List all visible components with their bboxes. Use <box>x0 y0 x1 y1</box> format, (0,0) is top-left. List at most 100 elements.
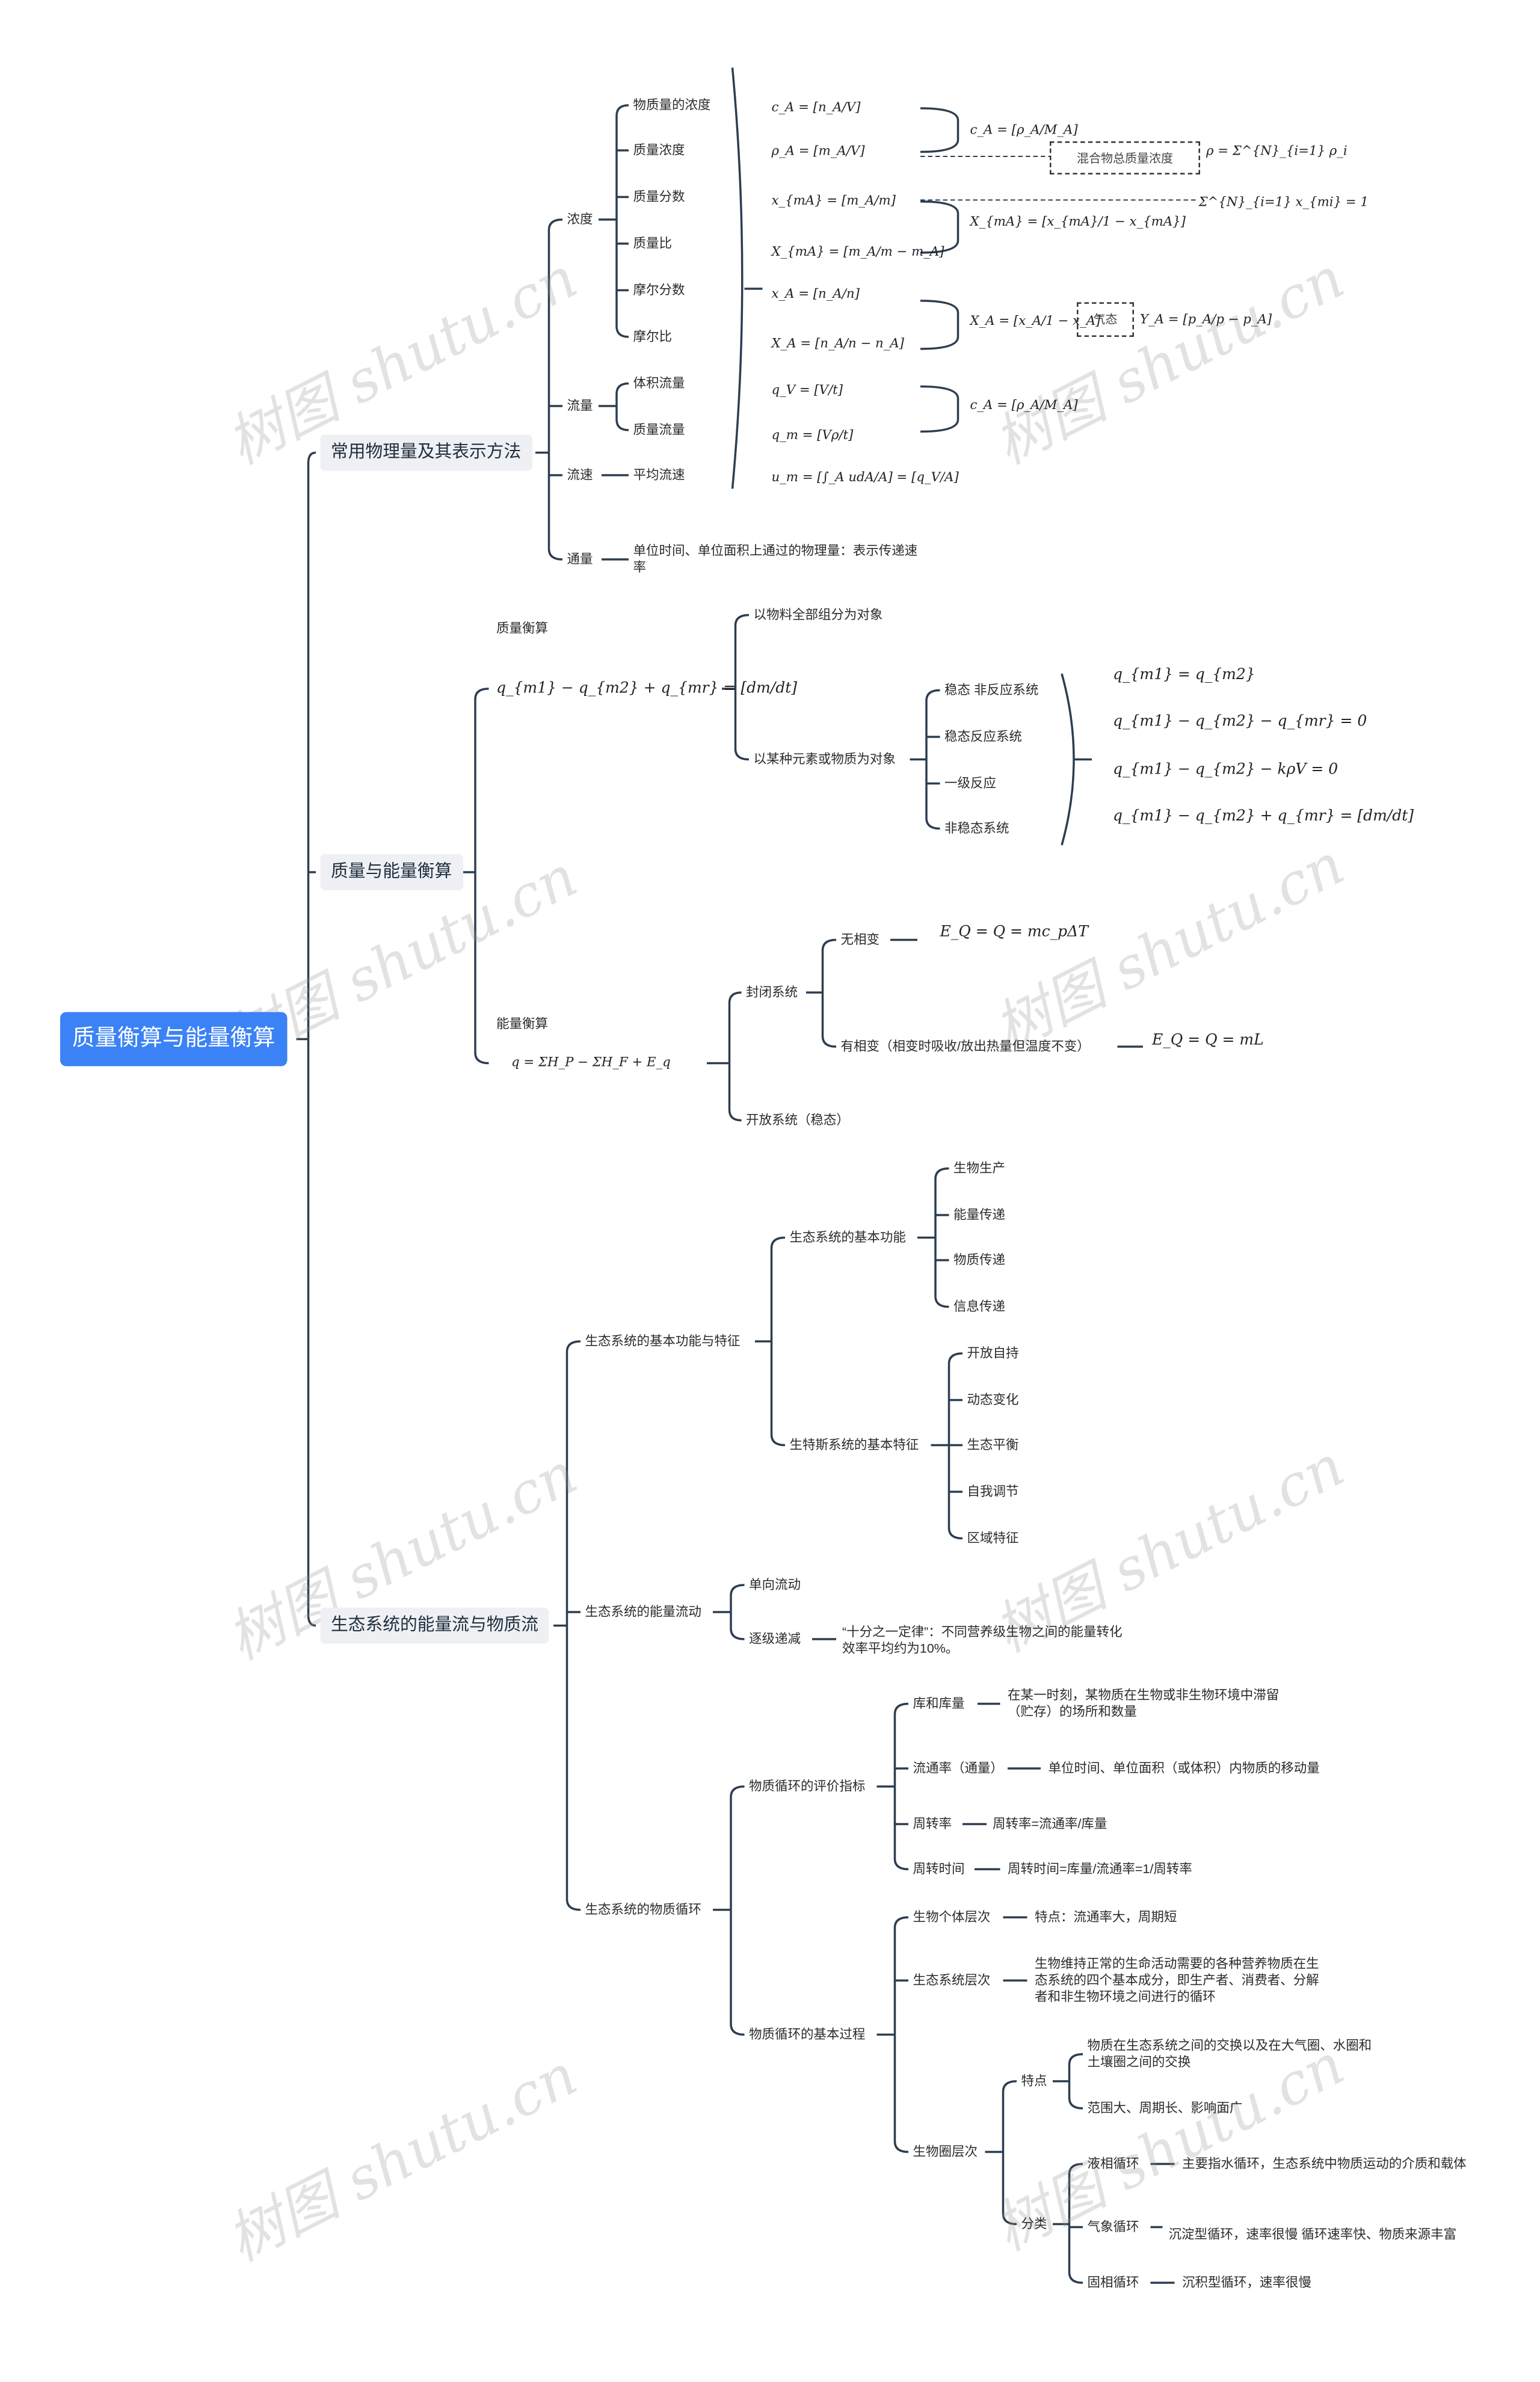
cycle-type-desc[interactable]: 主要指水循环，生态系统中物质运动的介质和载体 <box>1182 2155 1467 2171</box>
derived-formula: X_{mA} = [x_{mA}/1 − x_{mA}] <box>970 215 1186 230</box>
indicator-name[interactable]: 周转时间 <box>913 1860 965 1876</box>
no-phase-change[interactable]: 无相变 <box>840 931 879 947</box>
cycle-type-desc[interactable]: 沉积型循环，速率很慢 <box>1182 2274 1311 2290</box>
mix-density-formula: ρ = Σ^{N}_{i=1} ρ_i <box>1206 144 1348 159</box>
mix-density-box: 混合物总质量浓度 <box>1050 141 1200 174</box>
connector <box>925 689 940 830</box>
system-equation: q_{m1} − q_{m2} − q_{mr} = 0 <box>1113 713 1367 730</box>
biosphere-traits[interactable]: 特点 <box>1021 2073 1047 2088</box>
function-item[interactable]: 生物生产 <box>953 1160 1005 1175</box>
indicator-definition[interactable]: 周转时间=库量/流通率=1/周转率 <box>1008 1860 1192 1876</box>
cycle-type[interactable]: 固相循环 <box>1087 2274 1139 2290</box>
node-flux[interactable]: 通量 <box>567 551 593 567</box>
basic-functions[interactable]: 生态系统的基本功能 <box>789 1229 906 1245</box>
one-way-flow[interactable]: 单向流动 <box>749 1577 801 1592</box>
flow-item[interactable]: 体积流量 <box>633 375 685 390</box>
cycle-type[interactable]: 气象循环 <box>1087 2218 1139 2234</box>
flux-item[interactable]: 单位时间、单位面积上通过的物理量：表示传递速率 <box>633 543 918 575</box>
ecosystem-energy-flow[interactable]: 生态系统的能量流动 <box>585 1604 701 1619</box>
connector <box>547 218 563 561</box>
concentration-item[interactable]: 质量分数 <box>633 188 685 204</box>
connector <box>920 107 959 153</box>
system-type[interactable]: 非稳态系统 <box>944 820 1009 836</box>
connector <box>893 1702 909 1871</box>
mass-fraction-sum-formula: Σ^{N}_{i=1} x_{mi} = 1 <box>1198 195 1369 211</box>
mass-balance-object[interactable]: 以某种元素或物质为对象 <box>753 751 896 766</box>
concentration-item[interactable]: 物质量的浓度 <box>633 97 711 112</box>
cycle-type[interactable]: 液相循环 <box>1087 2155 1139 2171</box>
biosphere-level[interactable]: 生物圈层次 <box>913 2143 978 2159</box>
system-type[interactable]: 稳态 非反应系统 <box>944 682 1039 697</box>
mass-balance-object[interactable]: 以物料全部组分为对象 <box>753 606 883 622</box>
indicator-name[interactable]: 流通率（通量） <box>913 1760 1003 1776</box>
formula: X_{mA} = [m_A/m − m_A] <box>771 245 944 260</box>
phase-change-equation: E_Q = Q = mL <box>1152 1032 1264 1049</box>
node-velocity[interactable]: 流速 <box>567 467 593 482</box>
connector <box>730 1584 745 1640</box>
connector <box>1068 2053 1083 2110</box>
branch-ecosystem-flows[interactable]: 生态系统的能量流与物质流 <box>320 1607 549 1644</box>
connector <box>1002 2080 1017 2226</box>
function-item[interactable]: 能量传递 <box>953 1207 1005 1222</box>
individual-level[interactable]: 生物个体层次 <box>913 1909 991 1924</box>
ecosystem-functions-features[interactable]: 生态系统的基本功能与特征 <box>585 1333 741 1349</box>
biosphere-types[interactable]: 分类 <box>1021 2215 1047 2231</box>
function-item[interactable]: 信息传递 <box>953 1298 1005 1314</box>
open-system[interactable]: 开放系统（稳态） <box>746 1112 849 1127</box>
trait-item[interactable]: 物质在生态系统之间的交换以及在大气圈、水圈和土壤圈之间的交换 <box>1087 2037 1372 2070</box>
system-type[interactable]: 一级反应 <box>944 775 996 790</box>
connector <box>731 67 744 489</box>
connector <box>730 1785 745 2036</box>
concentration-item[interactable]: 摩尔分数 <box>633 282 685 297</box>
feature-item[interactable]: 自我调节 <box>967 1483 1019 1499</box>
connector <box>934 1167 949 1308</box>
ten-percent-law[interactable]: “十分之一定律”：不同营养级生物之间的能量转化效率平均约为10%。 <box>842 1624 1123 1656</box>
phase-change[interactable]: 有相变（相变时吸收/放出热量但温度不变） <box>840 1038 1090 1054</box>
connector <box>770 1236 786 1447</box>
formula: x_A = [n_A/n] <box>771 287 860 303</box>
formula: X_A = [n_A/n − n_A] <box>771 337 904 352</box>
velocity-item[interactable]: 平均流速 <box>633 467 685 482</box>
ecosystem-level[interactable]: 生态系统层次 <box>913 1972 991 1987</box>
concentration-item[interactable]: 质量比 <box>633 235 672 251</box>
connector <box>920 200 959 254</box>
indicator-definition[interactable]: 周转率=流通率/库量 <box>993 1815 1107 1831</box>
feature-item[interactable]: 开放自持 <box>967 1345 1019 1361</box>
concentration-item[interactable]: 质量浓度 <box>633 142 685 158</box>
derived-formula: X_A = [x_A/1 − x_A] <box>970 314 1101 330</box>
ecosystem-material-cycle[interactable]: 生态系统的物质循环 <box>585 1901 701 1917</box>
connector <box>307 451 316 1627</box>
feature-item[interactable]: 动态变化 <box>967 1391 1019 1407</box>
trait-item[interactable]: 范围大、周期长、影响面广 <box>1087 2100 1243 2116</box>
indicator-name[interactable]: 库和库量 <box>913 1695 965 1711</box>
connector <box>920 300 959 350</box>
node-concentration[interactable]: 浓度 <box>567 211 593 227</box>
indicator-definition[interactable]: 在某一时刻，某物质在生物或非生物环境中滞留（贮存）的场所和数量 <box>1008 1687 1280 1719</box>
individual-level-desc[interactable]: 特点：流通率大，周期短 <box>1035 1909 1177 1924</box>
function-item[interactable]: 物质传递 <box>953 1252 1005 1267</box>
indicator-definition[interactable]: 单位时间、单位面积（或体积）内物质的移动量 <box>1048 1760 1320 1776</box>
feature-item[interactable]: 生态平衡 <box>967 1436 1019 1452</box>
closed-system[interactable]: 封闭系统 <box>746 984 798 1000</box>
evaluation-indicators[interactable]: 物质循环的评价指标 <box>749 1778 866 1794</box>
basic-features[interactable]: 生特斯系统的基本特征 <box>789 1436 919 1452</box>
concentration-item[interactable]: 摩尔比 <box>633 328 672 344</box>
gas-formula: Y_A = [p_A/p − p_A] <box>1140 313 1272 328</box>
node-flow[interactable]: 流量 <box>567 398 593 413</box>
feature-item[interactable]: 区域特征 <box>967 1530 1019 1545</box>
root-node[interactable]: 质量衡算与能量衡算 <box>60 1012 288 1066</box>
cycle-type-desc[interactable]: 沉淀型循环，速率很慢 循环速率快、物质来源丰富 <box>1168 2226 1457 2242</box>
indicator-name[interactable]: 周转率 <box>913 1815 952 1831</box>
no-phase-change-equation: E_Q = Q = mc_pΔT <box>940 924 1088 941</box>
basic-processes[interactable]: 物质循环的基本过程 <box>749 2026 866 2042</box>
stepwise-decrease[interactable]: 逐级递减 <box>749 1631 801 1646</box>
connector <box>734 614 750 761</box>
branch-physical-quantities[interactable]: 常用物理量及其表示方法 <box>320 434 532 471</box>
system-type[interactable]: 稳态反应系统 <box>944 728 1022 744</box>
ecosystem-level-desc[interactable]: 生物维持正常的生命活动需要的各种营养物质在生态系统的四个基本成分，即生产者、消费… <box>1035 1956 1319 2004</box>
system-equation: q_{m1} − q_{m2} − kρV = 0 <box>1113 762 1338 778</box>
flow-item[interactable]: 质量流量 <box>633 422 685 437</box>
formula: q_m = [Vρ/t] <box>771 428 854 444</box>
branch-mass-energy-balance[interactable]: 质量与能量衡算 <box>320 854 463 890</box>
